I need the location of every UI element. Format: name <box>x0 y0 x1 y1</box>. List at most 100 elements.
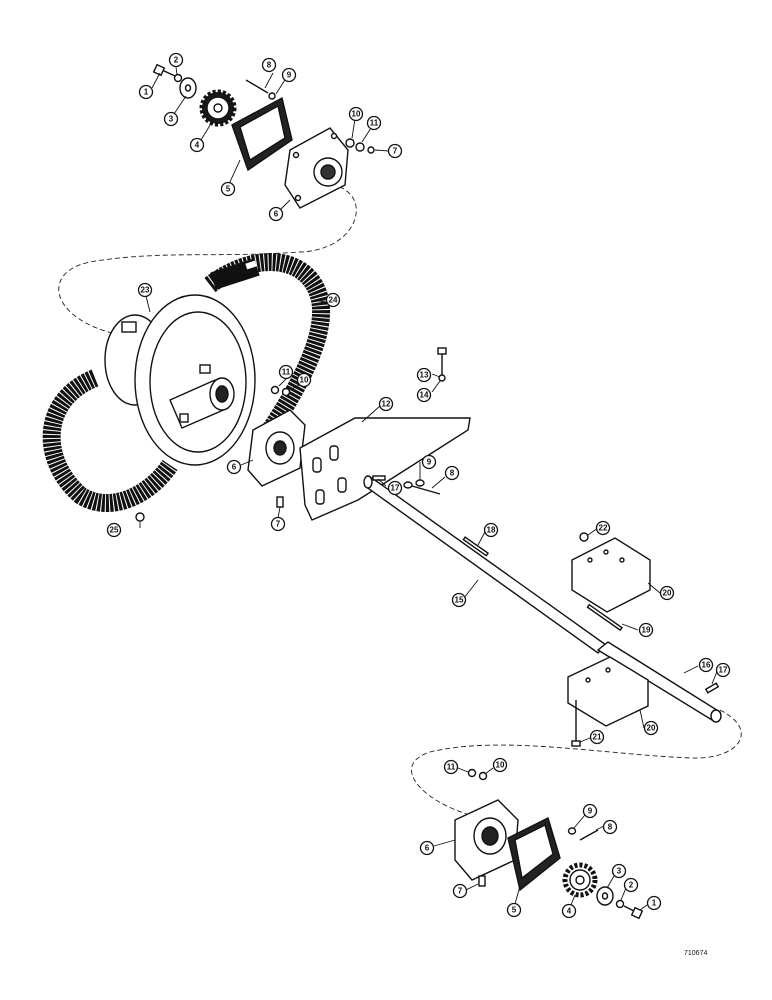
mounting-plate <box>299 417 471 521</box>
callout-bottom-5: 5 <box>506 902 522 918</box>
plate-flat-washer <box>415 479 425 487</box>
callout-bottom-8: 8 <box>602 819 618 835</box>
stub-shaft <box>596 641 722 723</box>
svg-text:20: 20 <box>647 724 656 733</box>
callout-bottom-1: 1 <box>646 895 662 911</box>
callout-bottom-10: 10 <box>492 757 508 773</box>
callout-17-lower: 17 <box>715 662 731 678</box>
stub-shaft-key <box>586 603 623 632</box>
svg-text:3: 3 <box>169 115 174 124</box>
bottom-assembly-group-line <box>411 709 742 816</box>
top-flange-bearing <box>284 127 349 209</box>
middle-leader-lines <box>139 295 719 743</box>
top-grease-fitting <box>367 146 375 154</box>
callout-14: 14 <box>416 387 432 403</box>
middle-nut <box>270 385 280 395</box>
bottom-gasket <box>507 817 561 892</box>
svg-text:6: 6 <box>274 210 279 219</box>
bottom-leader-lines <box>433 767 648 911</box>
top-bolt <box>152 63 176 77</box>
svg-text:15: 15 <box>455 596 464 605</box>
callout-25: 25 <box>106 522 122 538</box>
callout-20-upper: 20 <box>659 585 675 601</box>
callout-middle-9: 9 <box>421 454 437 470</box>
svg-text:19: 19 <box>642 626 651 635</box>
svg-text:13: 13 <box>420 371 429 380</box>
svg-text:5: 5 <box>512 906 517 915</box>
callout-23: 23 <box>137 282 153 298</box>
callout-top-4: 4 <box>189 137 205 153</box>
callout-middle-10: 10 <box>296 372 312 388</box>
callout-15: 15 <box>451 592 467 608</box>
svg-text:6: 6 <box>232 463 237 472</box>
svg-text:22: 22 <box>599 524 608 533</box>
svg-text:25: 25 <box>110 526 119 535</box>
svg-text:20: 20 <box>663 589 672 598</box>
callout-top-6: 6 <box>268 206 284 222</box>
svg-text:11: 11 <box>370 119 379 128</box>
bottom-grease-fitting <box>478 875 486 887</box>
top-lock-washer <box>173 73 183 83</box>
svg-text:24: 24 <box>329 296 338 305</box>
top-sprocket <box>199 89 237 127</box>
svg-text:4: 4 <box>567 907 572 916</box>
callout-top-10: 10 <box>348 106 364 122</box>
svg-text:9: 9 <box>427 458 432 467</box>
callout-middle-11: 11 <box>278 364 294 380</box>
middle-washer <box>281 387 291 397</box>
bottom-bolt <box>623 905 644 920</box>
svg-text:8: 8 <box>267 61 272 70</box>
svg-text:9: 9 <box>287 71 292 80</box>
plate-washer <box>438 374 446 382</box>
callout-top-5: 5 <box>220 181 236 197</box>
callout-middle-7: 7 <box>270 516 286 532</box>
svg-text:1: 1 <box>144 88 149 97</box>
svg-text:14: 14 <box>420 391 429 400</box>
bottom-flange-bearing <box>454 799 519 881</box>
svg-text:17: 17 <box>391 484 400 493</box>
callout-24: 24 <box>325 292 341 308</box>
svg-text:16: 16 <box>702 661 711 670</box>
top-carriage-bolt <box>245 79 269 94</box>
callout-top-1: 1 <box>138 84 154 100</box>
svg-text:3: 3 <box>617 867 622 876</box>
svg-text:21: 21 <box>593 733 602 742</box>
callout-top-7: 7 <box>387 143 403 159</box>
bottom-flat-washer <box>596 886 614 906</box>
callout-20-lower: 20 <box>643 720 659 736</box>
callout-12: 12 <box>378 396 394 412</box>
figure-reference-number: 710674 <box>684 950 707 957</box>
svg-text:6: 6 <box>425 844 430 853</box>
callout-bottom-2: 2 <box>623 877 639 893</box>
svg-text:8: 8 <box>608 823 613 832</box>
svg-text:12: 12 <box>382 400 391 409</box>
coupling-upper-half <box>571 537 651 613</box>
callout-13: 13 <box>416 367 432 383</box>
callout-22: 22 <box>595 520 611 536</box>
svg-text:2: 2 <box>174 56 179 65</box>
coupling-lower-half <box>567 656 649 727</box>
callout-21: 21 <box>589 729 605 745</box>
callout-top-11: 11 <box>366 115 382 131</box>
middle-grease-fitting <box>276 496 284 508</box>
svg-text:2: 2 <box>629 881 634 890</box>
svg-text:11: 11 <box>447 763 456 772</box>
callout-middle-6: 6 <box>226 459 242 475</box>
callout-middle-8: 8 <box>444 465 460 481</box>
main-shaft <box>363 475 608 654</box>
callout-bottom-4: 4 <box>561 903 577 919</box>
callout-bottom-3: 3 <box>611 863 627 879</box>
svg-text:10: 10 <box>300 376 309 385</box>
shaft-key <box>462 536 490 557</box>
callout-bottom-11: 11 <box>443 759 459 775</box>
svg-text:7: 7 <box>276 520 281 529</box>
coupling-nut <box>579 532 589 542</box>
svg-text:4: 4 <box>195 141 200 150</box>
variable-speed-pulley <box>104 294 256 466</box>
callout-top-2: 2 <box>168 52 184 68</box>
top-flat-washer <box>179 77 197 99</box>
callout-bottom-6: 6 <box>419 840 435 856</box>
bottom-bolt-washer <box>567 827 577 835</box>
svg-text:9: 9 <box>588 807 593 816</box>
